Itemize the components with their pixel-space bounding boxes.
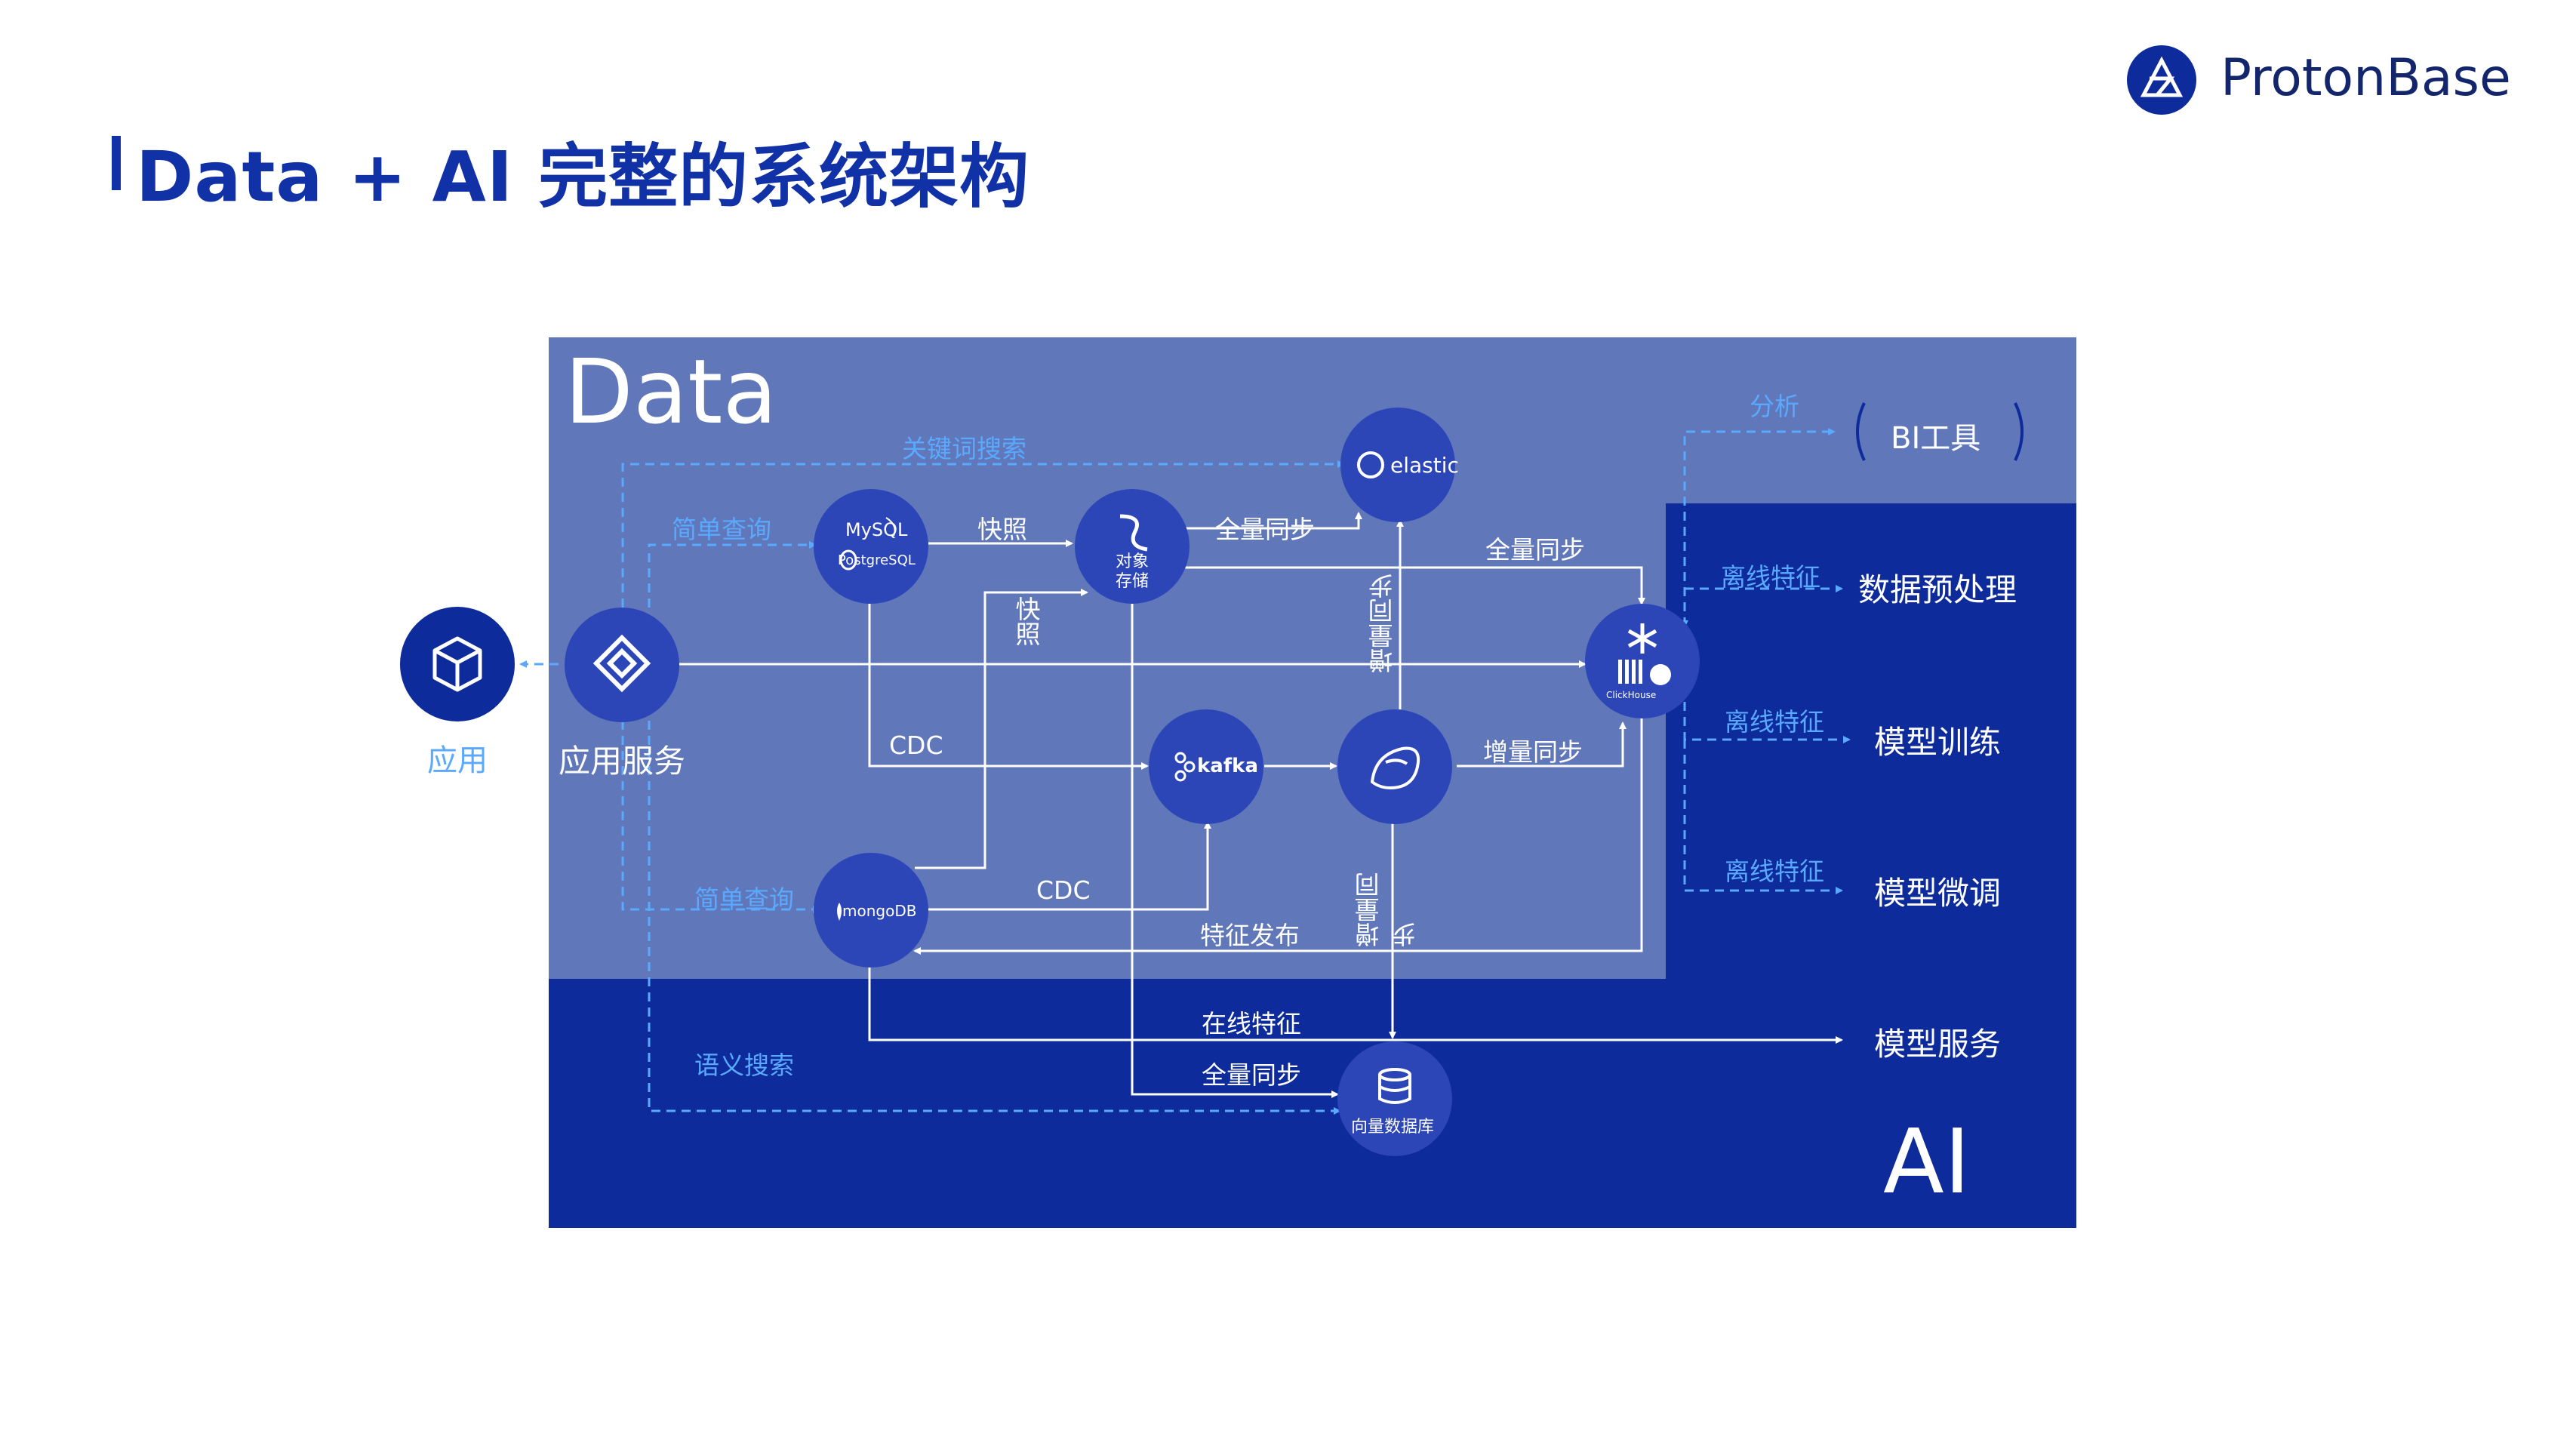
data-panel xyxy=(549,337,1666,979)
mysql-label: MySQL xyxy=(845,519,908,540)
app-service-label: 应用服务 xyxy=(559,743,686,780)
snapshot-v-label: 快照 xyxy=(1011,596,1041,646)
semantic-search-label: 语义搜索 xyxy=(694,1051,794,1080)
kafka-icon xyxy=(1174,752,1196,782)
flink-node[interactable] xyxy=(1337,709,1452,824)
elastic-icon xyxy=(1357,451,1384,478)
app-node[interactable] xyxy=(400,607,515,721)
bi-tool-bracket xyxy=(1856,402,2024,461)
clickhouse-node[interactable] xyxy=(1585,604,1700,718)
offline-feature-1-label: 离线特征 xyxy=(1721,562,1820,592)
online-feature-label: 在线特征 xyxy=(1202,1009,1301,1038)
mysql-postgresql-node[interactable] xyxy=(814,489,928,604)
offline-feature-3-label: 离线特征 xyxy=(1725,857,1824,886)
ai-panel-right xyxy=(1666,503,2076,1228)
squirrel-icon xyxy=(1370,746,1420,790)
ai-target-training[interactable]: 模型训练 xyxy=(1874,724,2002,761)
cdc-2-label: CDC xyxy=(1036,875,1091,905)
simple-query-top-label: 简单查询 xyxy=(672,515,771,544)
dolphin-icon xyxy=(885,517,896,537)
cdc-1-label: CDC xyxy=(889,731,943,760)
full-sync-2-label: 全量同步 xyxy=(1485,535,1585,565)
mongodb-node[interactable] xyxy=(814,853,928,968)
simple-query-bottom-label: 简单查询 xyxy=(694,884,794,914)
elastic-node[interactable] xyxy=(1340,408,1455,522)
bi-tool-label[interactable]: BI工具 xyxy=(1891,421,1981,456)
mongodb-label: mongoDB xyxy=(842,902,917,920)
bi-panel-area xyxy=(1666,337,2076,503)
protonbase-logo-icon xyxy=(2127,45,2196,115)
keyword-search-label: 关键词搜索 xyxy=(902,434,1026,463)
analysis-label: 分析 xyxy=(1750,392,1799,421)
incr-sync-h-label: 增量同步 xyxy=(1483,737,1583,767)
elastic-label: elastic xyxy=(1390,453,1459,478)
cloud-icon xyxy=(1650,664,1671,685)
feature-publish-label: 特征发布 xyxy=(1200,921,1300,950)
snapshot-h-label: 快照 xyxy=(977,515,1027,544)
database-icon xyxy=(1378,1068,1411,1104)
postgresql-label: PostgreSQL xyxy=(838,552,916,568)
vector-db-label: 向量数据库 xyxy=(1351,1118,1435,1137)
vector-db-node[interactable] xyxy=(1337,1041,1452,1156)
elephant-icon xyxy=(839,549,857,571)
incr-sync-v1-label: 增量同步 xyxy=(1368,574,1397,673)
storage-icon xyxy=(1119,514,1148,552)
layers-icon xyxy=(592,634,651,693)
leaf-icon xyxy=(837,903,842,921)
snowflake-icon xyxy=(1627,623,1657,654)
page-title-text: Data + AI 完整的系统架构 xyxy=(136,137,1030,217)
brand-name: ProtonBase xyxy=(2221,48,2511,108)
kafka-node[interactable] xyxy=(1149,709,1263,824)
app-service-node[interactable] xyxy=(565,608,679,722)
app-label: 应用 xyxy=(427,743,488,778)
ai-target-preprocess[interactable]: 数据预处理 xyxy=(1858,571,2017,608)
object-storage-node[interactable] xyxy=(1075,489,1190,604)
kafka-label: kafka xyxy=(1197,755,1258,777)
title-accent-bar xyxy=(112,136,121,190)
ai-target-serving[interactable]: 模型服务 xyxy=(1874,1026,2002,1063)
page-title: Data + AI 完整的系统架构 xyxy=(106,121,1029,221)
ai-target-finetune[interactable]: 模型微调 xyxy=(1874,875,2002,912)
cube-icon xyxy=(432,636,482,692)
ai-panel-bottom xyxy=(549,979,1666,1228)
object-storage-label: 对象存储 xyxy=(1115,552,1149,591)
data-panel-label: Data xyxy=(565,340,777,444)
incr-sync-v2-label: 增量同步 xyxy=(1354,872,1420,947)
full-sync-3-label: 全量同步 xyxy=(1202,1060,1301,1090)
clickhouse-label: ClickHouse xyxy=(1606,690,1657,700)
offline-feature-2-label: 离线特征 xyxy=(1725,707,1824,737)
ai-panel-label: AI xyxy=(1883,1109,1971,1214)
clickhouse-icon xyxy=(1618,660,1642,684)
full-sync-1-label: 全量同步 xyxy=(1215,515,1315,544)
